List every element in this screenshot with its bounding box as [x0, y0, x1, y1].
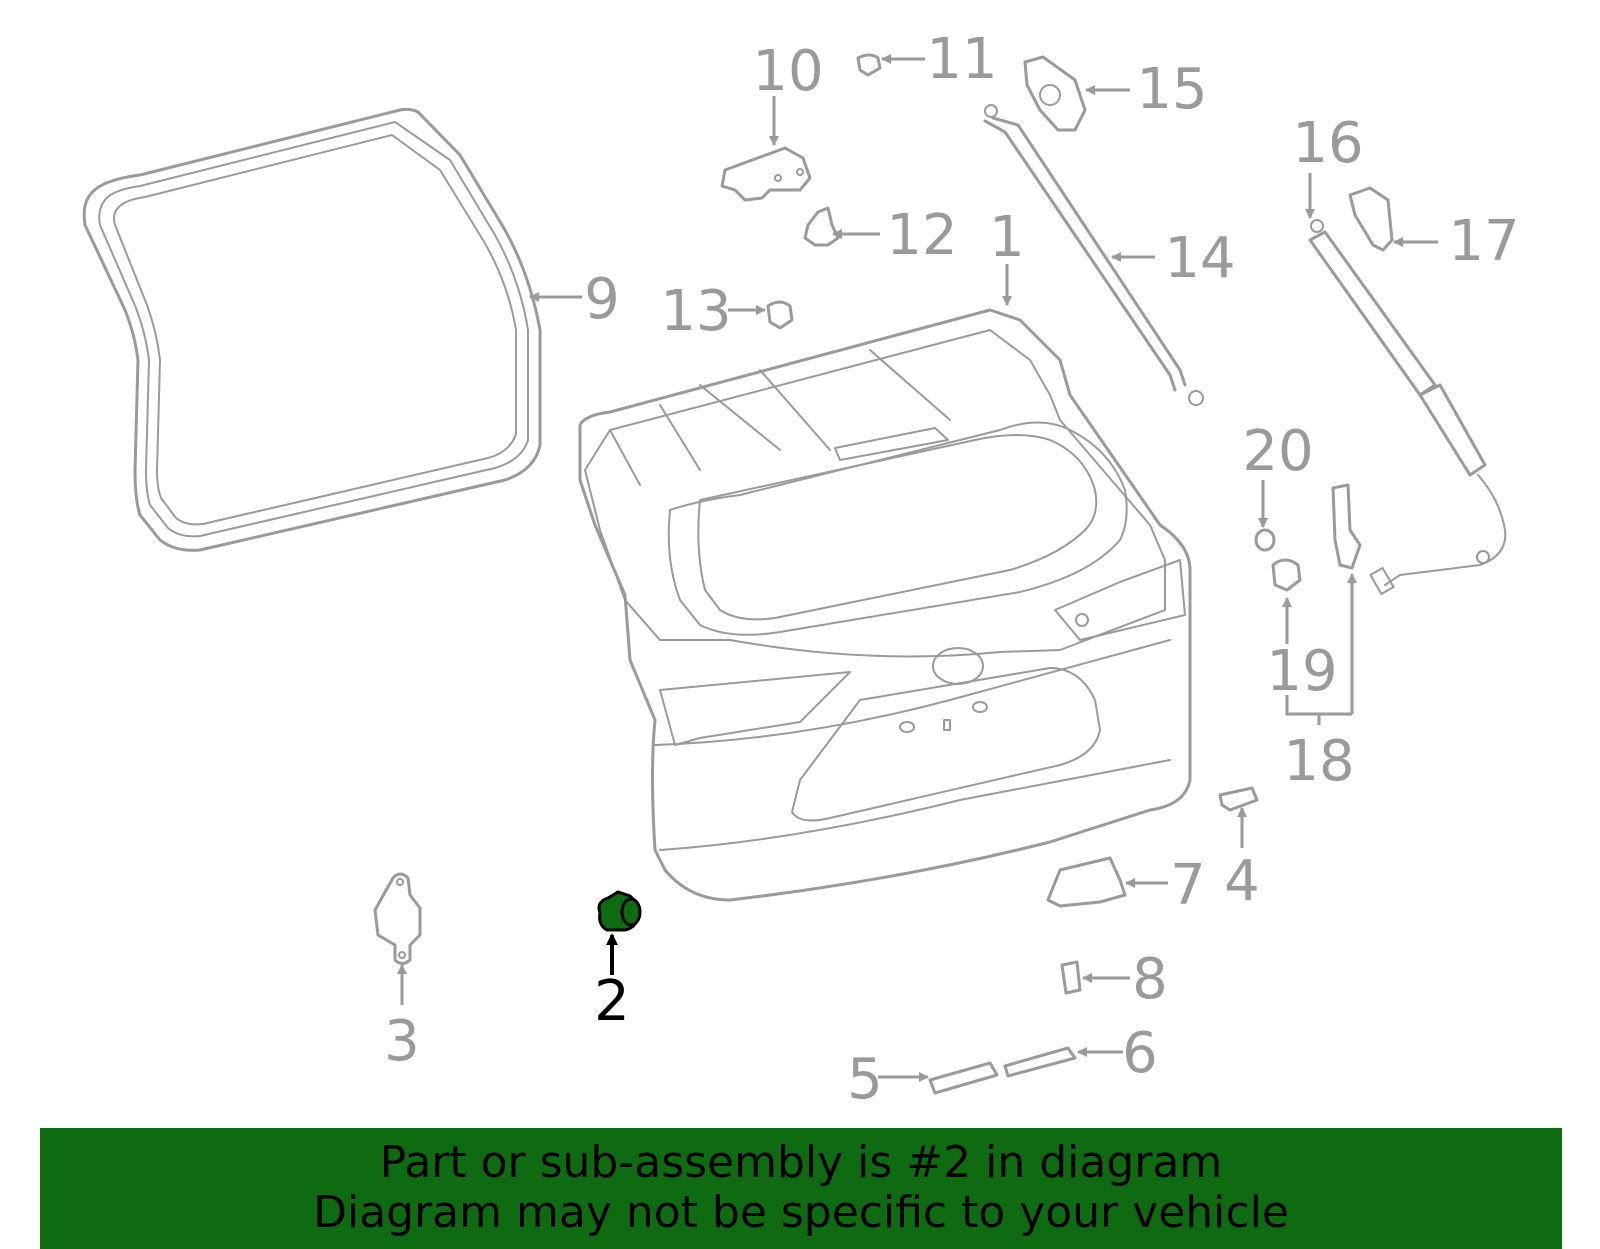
striker-part-3 — [373, 872, 422, 965]
strut-part-14 — [983, 104, 1204, 406]
clip-part-11 — [856, 53, 882, 77]
liftgate-part-1 — [578, 308, 1192, 902]
power-strut-part-18 — [1308, 219, 1507, 596]
pad-part-4 — [1218, 786, 1259, 812]
callout-6: 6 — [1122, 1021, 1158, 1086]
nut-part-13 — [766, 300, 794, 330]
callout-14: 14 — [1164, 226, 1235, 291]
callout-1: 1 — [989, 205, 1025, 270]
leader-lines — [397, 54, 1438, 1082]
callout-13: 13 — [660, 279, 731, 344]
banner-line-disclaimer: Diagram may not be specific to your vehi… — [313, 1187, 1289, 1238]
weatherstrip-part-9 — [82, 107, 542, 552]
callout-15: 15 — [1136, 57, 1207, 122]
callout-4: 4 — [1224, 849, 1260, 914]
banner-line-part-number: Part or sub-assembly is #2 in diagram — [379, 1137, 1223, 1188]
callout-5: 5 — [847, 1047, 883, 1112]
washer-part-20 — [1254, 528, 1276, 552]
info-banner: Part or sub-assembly is #2 in diagram Di… — [40, 1128, 1562, 1249]
hinge-bracket — [1331, 483, 1362, 570]
callout-16: 16 — [1292, 111, 1363, 176]
callout-12: 12 — [886, 203, 957, 268]
callout-11: 11 — [926, 27, 997, 92]
callout-9: 9 — [584, 267, 620, 332]
callout-8: 8 — [1132, 947, 1168, 1012]
callout-18: 18 — [1283, 729, 1354, 794]
sensor-part-2-highlighted[interactable] — [597, 890, 642, 932]
callout-3: 3 — [384, 1009, 420, 1074]
callout-19: 19 — [1266, 639, 1337, 704]
callout-labels: 1 2 3 4 5 6 7 8 9 10 11 12 13 14 15 16 1… — [384, 27, 1519, 1112]
callout-7: 7 — [1170, 853, 1206, 918]
molding-part-5 — [928, 1061, 999, 1095]
bracket-part-10 — [720, 146, 812, 202]
clip-part-8 — [1060, 960, 1082, 995]
callout-2[interactable]: 2 — [594, 969, 630, 1034]
callout-20: 20 — [1242, 419, 1313, 484]
callout-10: 10 — [752, 39, 823, 104]
plate-part-15 — [1023, 55, 1087, 132]
stopper-part-19 — [1271, 558, 1302, 592]
callout-17: 17 — [1448, 209, 1519, 274]
handle-part-7 — [1046, 856, 1127, 908]
molding-part-6 — [1003, 1046, 1077, 1078]
bolt-part-12 — [803, 206, 840, 247]
bracket-part-17 — [1348, 186, 1394, 252]
